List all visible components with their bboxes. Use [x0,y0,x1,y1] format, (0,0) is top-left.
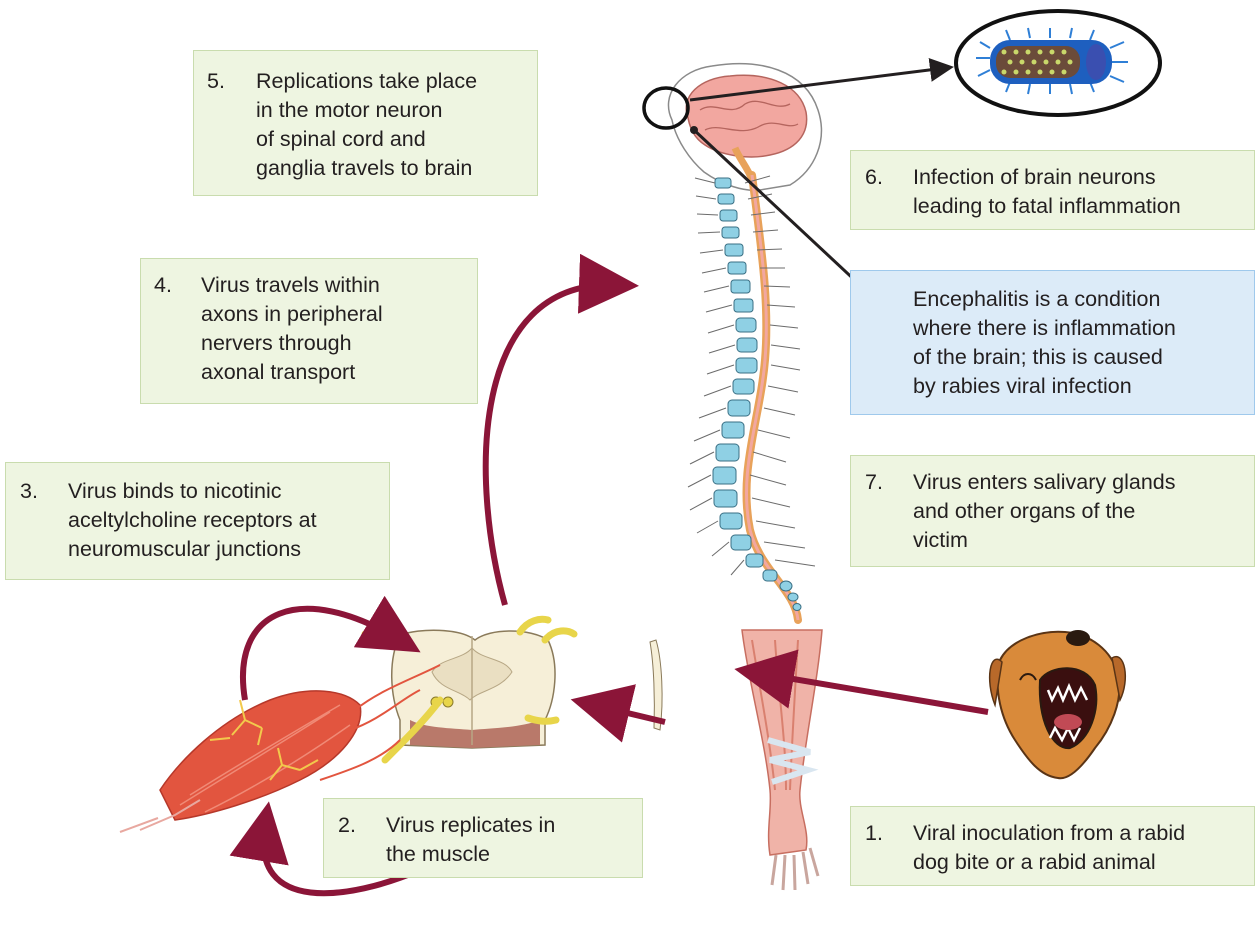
note-line: by rabies viral infection [913,372,1176,401]
step-1-line: Viral inoculation from a rabid [913,819,1185,848]
leg-icon [742,630,822,890]
step-number: 2. [338,811,356,840]
note-line: of the brain; this is caused [913,343,1176,372]
step-number: 7. [865,468,883,497]
note-line: Encephalitis is a condition [913,285,1176,314]
step-5-line: in the motor neuron [256,96,477,125]
step-1-line: dog bite or a rabid animal [913,848,1185,877]
spine-icon [688,175,815,620]
step-7-line: Virus enters salivary glands [913,468,1176,497]
step-number: 1. [865,819,883,848]
step-number: 6. [865,163,883,192]
note-line: where there is inflammation [913,314,1176,343]
step-3-line: Virus binds to nicotinic [68,477,317,506]
step-6-line: Infection of brain neurons [913,163,1181,192]
step-2-box: 2. Virus replicates in the muscle [323,798,643,878]
step-3-line: aceltylcholine receptors at [68,506,317,535]
step-7-line: and other organs of the [913,497,1176,526]
step-5-line: of spinal cord and [256,125,477,154]
virus-icon [956,11,1160,115]
step-4-line: nervers through [201,329,383,358]
step-number: 4. [154,271,172,300]
step-5-line: Replications take place [256,67,477,96]
step-5-box: 5. Replications take place in the motor … [193,50,538,196]
step-4-box: 4. Virus travels within axons in periphe… [140,258,478,404]
step-4-line: axons in peripheral [201,300,383,329]
step-4-line: axonal transport [201,358,383,387]
encephalitis-note-box: Encephalitis is a condition where there … [850,270,1255,415]
step-4-line: Virus travels within [201,271,383,300]
step-number: 5. [207,67,225,96]
step-2-line: the muscle [386,840,555,869]
step-3-box: 3. Virus binds to nicotinic aceltylcholi… [5,462,390,580]
step-7-line: victim [913,526,1176,555]
dog-head-icon [990,630,1126,778]
step-1-box: 1. Viral inoculation from a rabid dog bi… [850,806,1255,886]
step-2-line: Virus replicates in [386,811,555,840]
step-5-line: ganglia travels to brain [256,154,477,183]
step-6-line: leading to fatal inflammation [913,192,1181,221]
step-number: 3. [20,477,38,506]
step-6-box: 6. Infection of brain neurons leading to… [850,150,1255,230]
step-7-box: 7. Virus enters salivary glands and othe… [850,455,1255,567]
step-3-line: neuromuscular junctions [68,535,317,564]
